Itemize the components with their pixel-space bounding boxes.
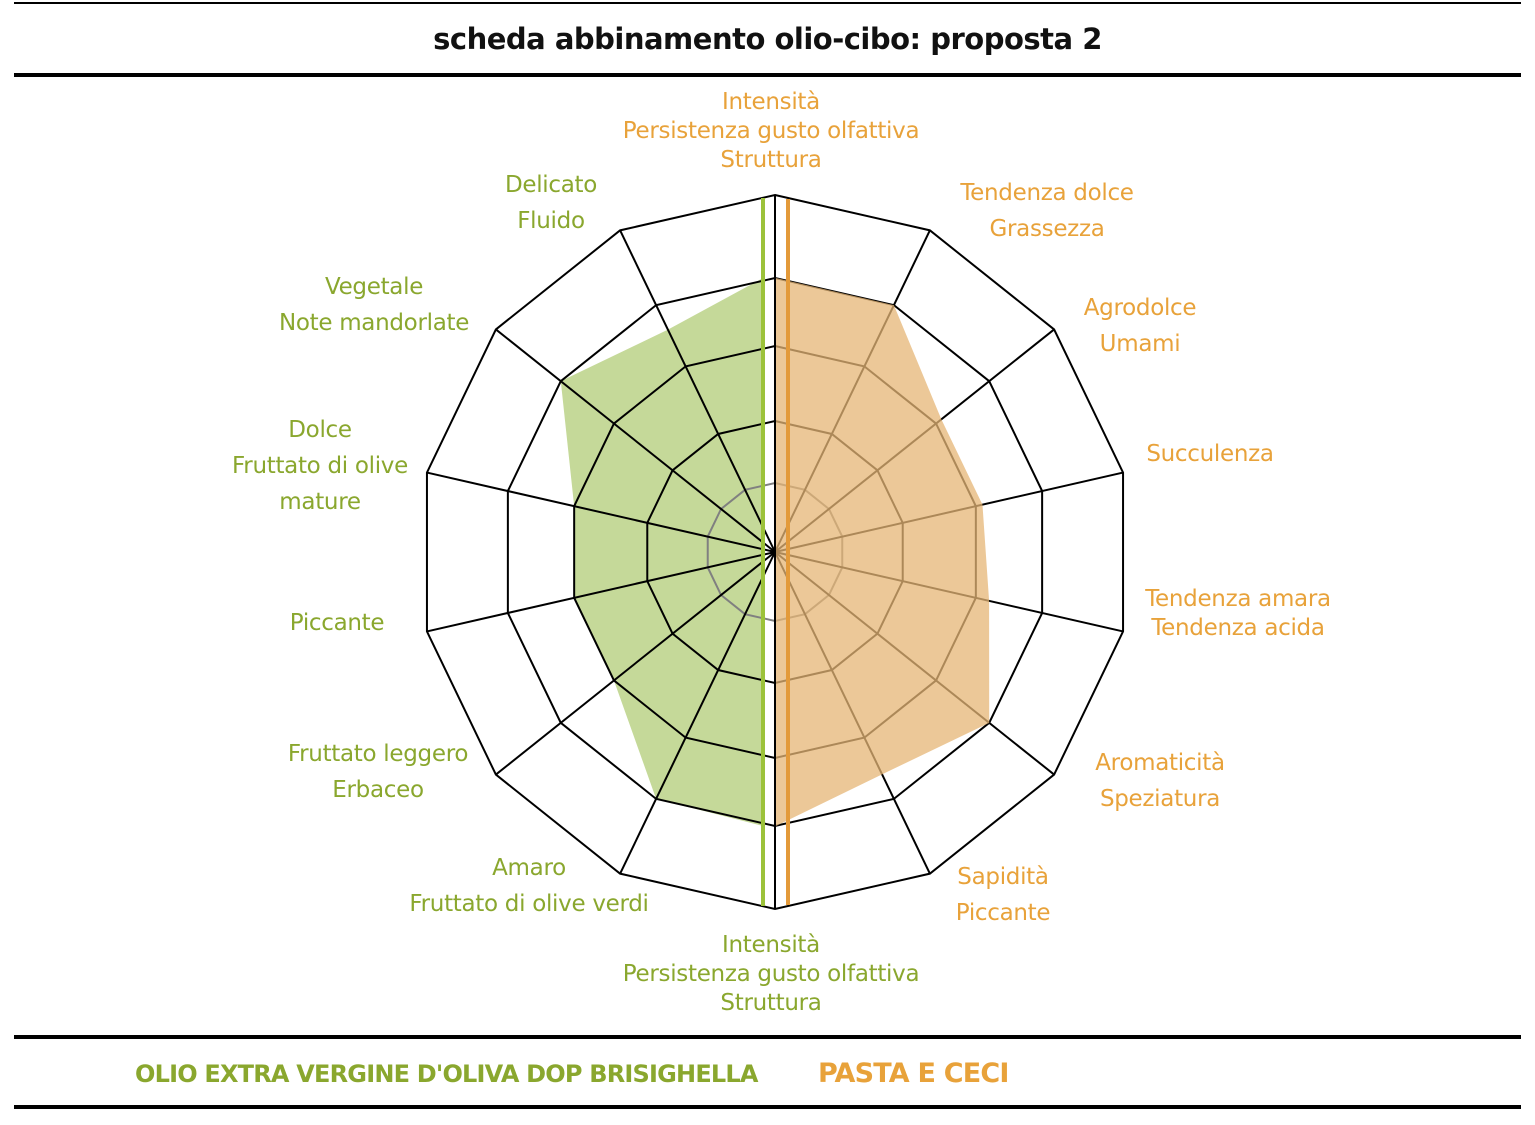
axis-label-line: Fruttato leggero (287, 741, 469, 767)
axis-label-line: Umami (1099, 331, 1181, 357)
axis-label-line: Amaro (492, 855, 566, 881)
title-rule (14, 73, 1521, 77)
axis-label-line: Aromaticità (1095, 750, 1225, 776)
axis-label-line: Agrodolce (1083, 295, 1197, 321)
chart-title: scheda abbinamento olio-cibo: proposta 2 (433, 22, 1102, 56)
legend-oil: OLIO EXTRA VERGINE D'OLIVA DOP BRISIGHEL… (135, 1060, 758, 1088)
oil-series-area (560, 278, 763, 826)
axis-label-line: Fluido (517, 208, 585, 234)
axis-label-line: Tendenza acida (1151, 615, 1325, 641)
web-spoke-11 (426, 471, 776, 553)
food-series-area (776, 278, 990, 826)
axis-label-line: Piccante (955, 900, 1051, 926)
web-spoke-12 (495, 328, 776, 553)
axis-label-line: Vegetale (324, 274, 424, 300)
axis-label-line: Persistenza gusto olfattiva (622, 118, 920, 144)
axis-label-line: Dolce (288, 417, 352, 443)
web-spoke-8 (619, 551, 776, 875)
axis-label-line: Fruttato di olive (232, 453, 408, 479)
axis-label-line: Note mandorlate (278, 310, 470, 336)
web-spoke-13 (619, 229, 776, 553)
axis-label-line: Fruttato di olive verdi (409, 891, 649, 917)
axis-label-line: Intensità (722, 932, 820, 958)
web-spoke-10 (426, 551, 776, 633)
oil-axis-label-3: Piccante (290, 605, 385, 641)
web-spoke-9 (495, 551, 776, 776)
axis-label-line: Piccante (289, 610, 385, 636)
axis-label-line: Tendenza dolce (960, 180, 1134, 206)
axis-label-line: Tendenza amara (1145, 586, 1331, 612)
axis-label-line: Grassezza (989, 216, 1105, 242)
axis-label-line: Succulenza (1146, 441, 1274, 467)
axis-label-line: mature (279, 489, 361, 515)
axis-label-line: Sapidità (957, 864, 1049, 890)
axis-label-line: Delicato (504, 172, 598, 198)
axis-label-line: Struttura (720, 147, 822, 173)
top-rule (14, 2, 1521, 4)
legend-food: PASTA E CECI (818, 1058, 1009, 1089)
bottom-rule (14, 1105, 1521, 1109)
legend-top-rule (14, 1035, 1521, 1039)
food-axis-label-3: Succulenza (1146, 436, 1274, 472)
axis-label-line: Intensità (722, 89, 820, 115)
axis-label-line: Erbaceo (332, 777, 424, 803)
axis-label-line: Struttura (720, 990, 822, 1016)
axis-label-line: Persistenza gusto olfattiva (622, 961, 920, 987)
axis-label-line: Speziatura (1099, 786, 1221, 812)
